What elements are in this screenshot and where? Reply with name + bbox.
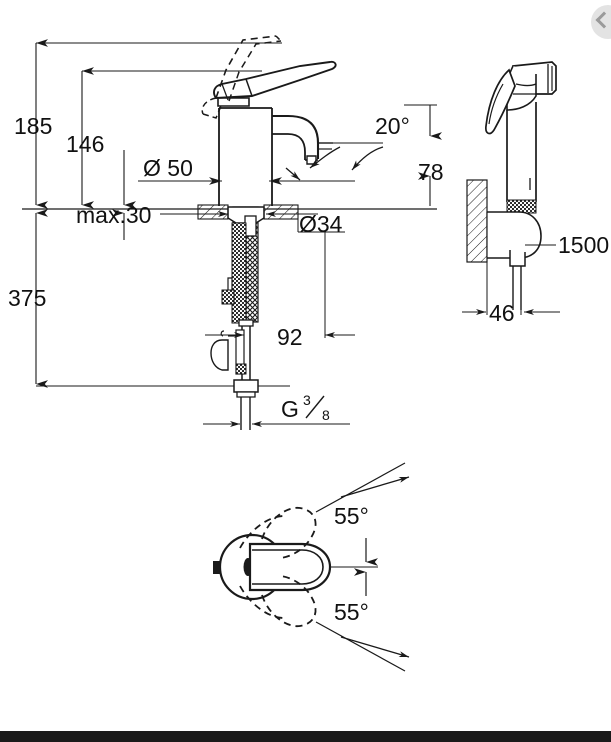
hand-sprayer-view bbox=[466, 61, 557, 310]
dim-46: 46 bbox=[489, 300, 515, 326]
front-elevation-view bbox=[22, 35, 437, 430]
dim-angle-55-upper: 55° bbox=[334, 503, 369, 529]
dim-angle-20: 20° bbox=[375, 113, 410, 139]
plan-view-lever bbox=[213, 462, 410, 672]
hand-sprayer-dimensions bbox=[462, 244, 560, 315]
chevron-left-icon bbox=[595, 11, 611, 29]
dim-diameter-34: Ø34 bbox=[299, 211, 343, 237]
dim-angle-55-lower: 55° bbox=[334, 599, 369, 625]
carousel-prev-button[interactable] bbox=[591, 5, 611, 39]
dim-375: 375 bbox=[8, 285, 46, 311]
dim-78: 78 bbox=[418, 159, 444, 185]
dim-185: 185 bbox=[14, 113, 52, 139]
dim-thread-g: G bbox=[281, 396, 299, 422]
bottom-bar bbox=[0, 731, 611, 742]
dim-thread-denominator: 8 bbox=[322, 407, 330, 423]
dim-diameter-50: Ø 50 bbox=[143, 155, 193, 181]
dim-1500: 1500 bbox=[558, 232, 609, 258]
dim-thread-numerator: 3 bbox=[303, 392, 311, 408]
dim-146: 146 bbox=[66, 131, 104, 157]
dim-max-30: max.30 bbox=[76, 202, 151, 228]
front-elevation-dimensions bbox=[35, 39, 442, 427]
dim-92: 92 bbox=[277, 324, 303, 350]
